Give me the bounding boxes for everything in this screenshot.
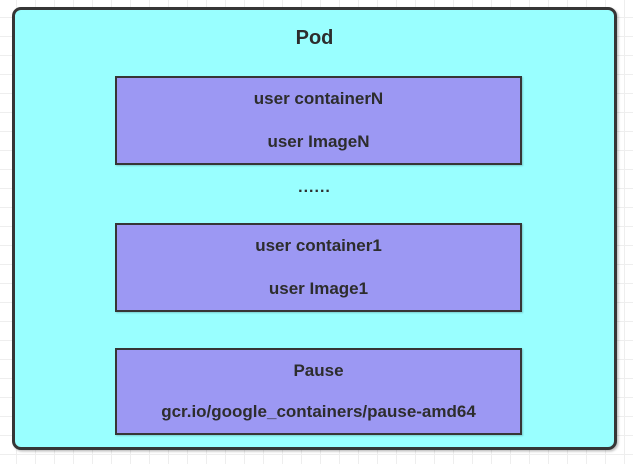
container-box-pause: Pause gcr.io/google_containers/pause-amd… (115, 348, 522, 435)
container-image: user ImageN (267, 131, 370, 151)
container-box-n: user containerN user ImageN (115, 76, 522, 165)
pod-box: Pod user containerN user ImageN ...... u… (12, 7, 617, 450)
container-box-1: user container1 user Image1 (115, 223, 522, 312)
container-image: gcr.io/google_containers/pause-amd64 (161, 402, 476, 422)
container-name: user containerN (253, 89, 384, 109)
pod-title: Pod (295, 27, 334, 49)
ellipsis-text: ...... (298, 179, 331, 196)
container-name: user container1 (255, 236, 382, 256)
container-image: user Image1 (268, 278, 369, 298)
container-name: Pause (293, 360, 344, 380)
